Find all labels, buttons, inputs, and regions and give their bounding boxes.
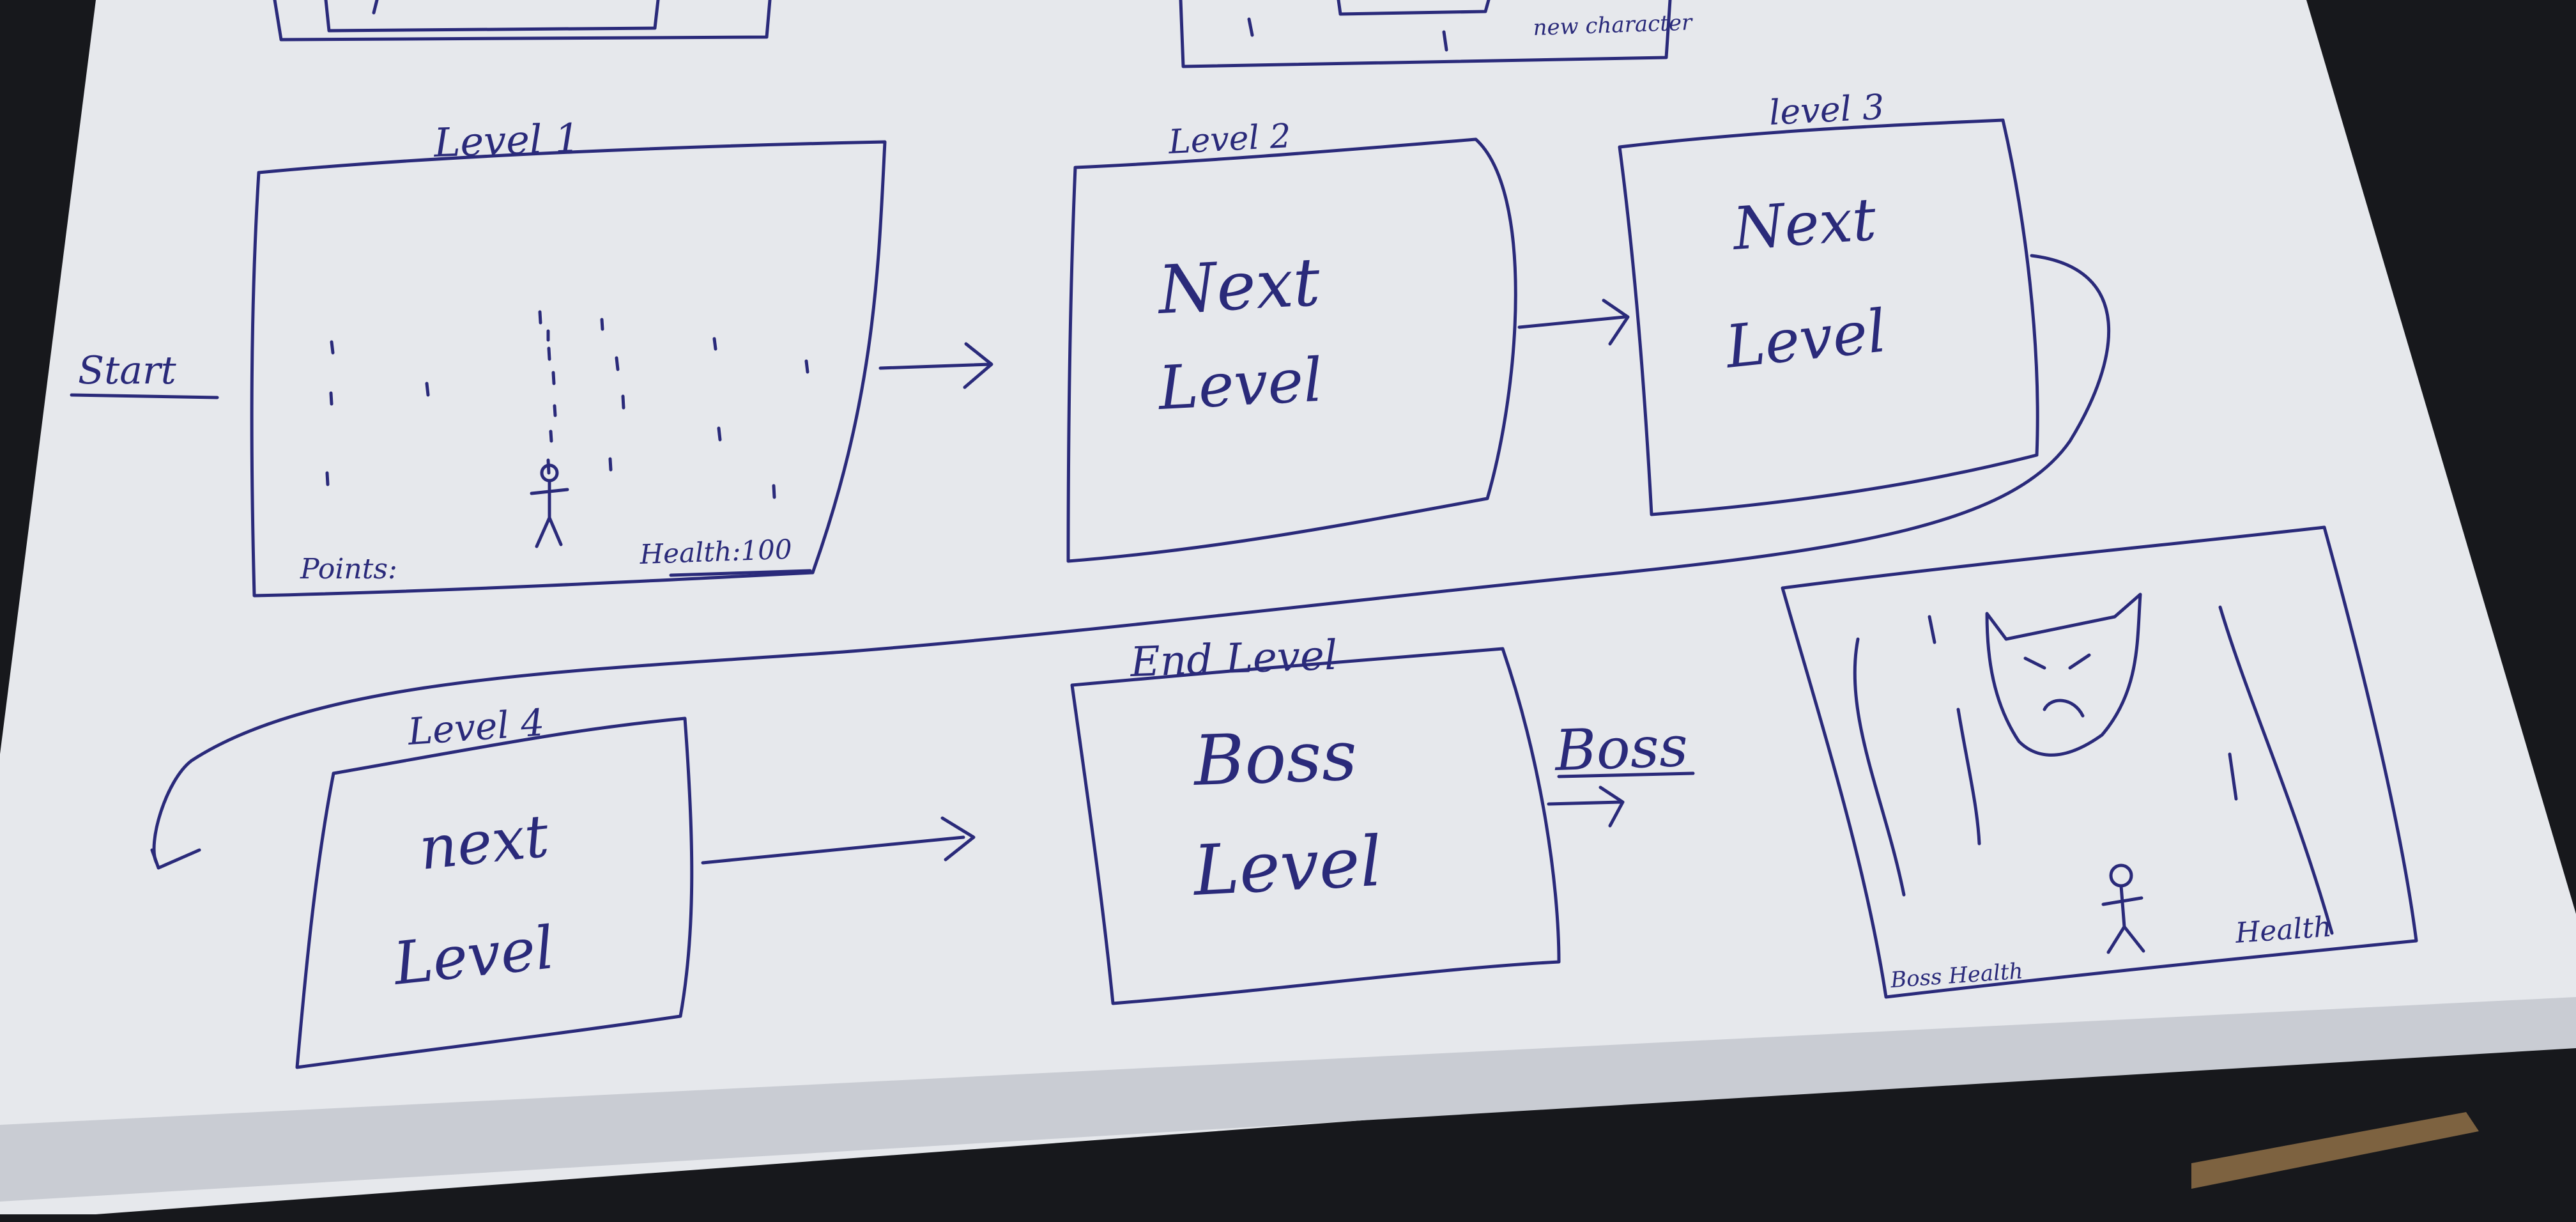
flow-connector bbox=[152, 254, 2111, 865]
health-label: Health:100 bbox=[639, 534, 793, 570]
level-1-frame bbox=[250, 140, 887, 598]
arrow-icon bbox=[878, 342, 993, 389]
end-level-frame bbox=[1070, 647, 1561, 1005]
level-3-line1: Next bbox=[1729, 185, 1879, 264]
boss-arrow-label: Boss bbox=[1552, 713, 1689, 784]
level-3-title: level 3 bbox=[1768, 87, 1885, 133]
arrow-icon bbox=[1547, 785, 1625, 828]
sawdust-debris bbox=[2191, 1112, 2479, 1189]
level-2-line1: Next bbox=[1154, 243, 1322, 329]
arrow-icon bbox=[150, 848, 201, 870]
boss-underline bbox=[1557, 771, 1695, 778]
level-1-title: Level 1 bbox=[433, 114, 581, 166]
top-right-fragment bbox=[1179, 0, 1672, 68]
level-2-frame bbox=[1066, 137, 1517, 563]
level-3-line2: Level bbox=[1721, 297, 1889, 382]
arrow-icon bbox=[1517, 298, 1630, 346]
end-level-line1: Boss bbox=[1192, 716, 1358, 801]
level-3-frame bbox=[1618, 118, 2039, 516]
level-1-hud-line bbox=[669, 569, 812, 577]
stick-figure-icon bbox=[2101, 863, 2145, 954]
end-level-line2: Level bbox=[1190, 822, 1384, 911]
end-level-title: End Level bbox=[1129, 632, 1338, 686]
top-left-fragment bbox=[273, 0, 772, 42]
rain-drops bbox=[325, 310, 809, 499]
player-health-label: Health bbox=[2234, 911, 2333, 950]
points-label: Points: bbox=[300, 553, 397, 585]
boss-screen-frame bbox=[1781, 525, 2418, 999]
start-label: Start bbox=[78, 348, 177, 393]
arrow-icon bbox=[701, 816, 976, 865]
start-underline bbox=[70, 393, 219, 399]
boss-screen-streaks bbox=[1853, 605, 2334, 935]
paper-edge bbox=[0, 997, 2576, 1202]
top-right-fragment-label: new character bbox=[1533, 10, 1694, 41]
level-4-line1: next bbox=[416, 801, 553, 883]
level-2-title: Level 2 bbox=[1167, 117, 1292, 162]
level-4-title: Level 4 bbox=[406, 700, 546, 754]
stick-figure-icon bbox=[530, 463, 569, 548]
level-2-line2: Level bbox=[1156, 346, 1324, 424]
boss-face-icon bbox=[1985, 592, 2142, 757]
level-4-line2: Level bbox=[389, 913, 557, 998]
level-4-frame bbox=[295, 716, 694, 1069]
